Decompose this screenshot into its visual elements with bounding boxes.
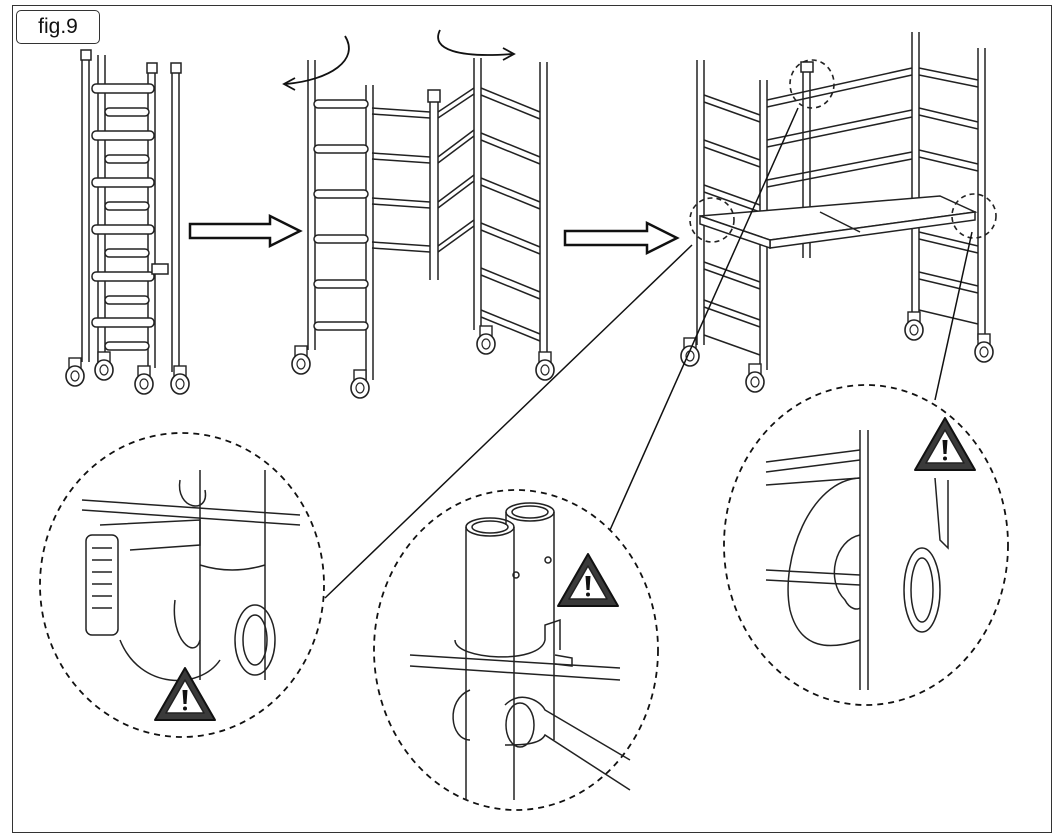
detail-middle xyxy=(373,489,659,811)
callout-markers xyxy=(689,59,997,243)
leader-lines xyxy=(324,107,973,599)
folded-scaffold xyxy=(65,49,190,395)
unfolding-scaffold xyxy=(291,58,555,399)
detail-right xyxy=(723,384,1009,706)
rotation-arrow-icon xyxy=(282,29,516,91)
detail-left xyxy=(39,432,325,738)
figure-label: fig.9 xyxy=(16,10,100,44)
right-arrow-icon xyxy=(563,220,680,256)
right-arrow-icon xyxy=(188,213,303,249)
assembled-scaffold xyxy=(680,32,994,393)
figure-frame xyxy=(12,5,1052,833)
